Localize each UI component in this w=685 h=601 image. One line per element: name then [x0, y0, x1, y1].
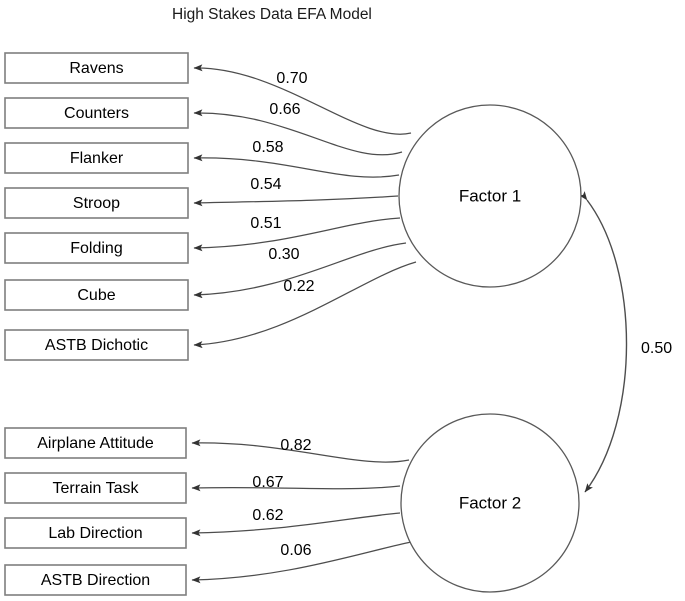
indicator-label-ravens: Ravens	[69, 60, 123, 77]
indicator-label-astb-direction: ASTB Direction	[41, 572, 150, 589]
indicator-box-terrain-task[interactable]: Terrain Task	[4, 472, 187, 504]
indicator-rect-astb-dichotic[interactable]	[4, 329, 189, 361]
factor-correlation-arrow: 0.50	[579, 191, 672, 493]
loading-path-lab-direction	[191, 512, 401, 537]
factor-1-circle[interactable]	[398, 104, 582, 288]
loading-path-counters	[193, 109, 403, 156]
indicator-box-lab-direction[interactable]: Lab Direction	[4, 517, 187, 549]
indicator-rect-lab-direction[interactable]	[4, 517, 187, 549]
indicator-rect-flanker[interactable]	[4, 142, 189, 174]
factor1-loading-values: 0.70 0.66 0.58 0.54 0.51 0.30 0.22	[250, 70, 314, 295]
indicator-box-stroop[interactable]: Stroop	[4, 187, 189, 219]
indicator-label-stroop: Stroop	[73, 195, 120, 212]
factor-2-node[interactable]: Factor 2	[400, 413, 580, 593]
page-title: High Stakes Data EFA Model	[172, 6, 372, 23]
indicator-rect-cube[interactable]	[4, 279, 189, 311]
loading-path-astb-direction	[191, 541, 412, 584]
loading-path-astb-dichotic	[193, 261, 417, 349]
indicator-label-astb-dichotic: ASTB Dichotic	[45, 337, 148, 354]
indicator-box-astb-dichotic[interactable]: ASTB Dichotic	[4, 329, 189, 361]
loading-value-astb-direction: 0.06	[280, 542, 311, 559]
indicator-box-ravens[interactable]: Ravens	[4, 52, 189, 84]
indicator-label-flanker: Flanker	[70, 150, 124, 167]
indicator-box-airplane-attitude[interactable]: Airplane Attitude	[4, 427, 187, 459]
loading-path-flanker	[193, 154, 400, 178]
factor-2-circle[interactable]	[400, 413, 580, 593]
indicator-box-flanker[interactable]: Flanker	[4, 142, 189, 174]
indicator-rect-astb-direction[interactable]	[4, 564, 187, 596]
indicator-label-terrain-task: Terrain Task	[53, 480, 140, 497]
indicator-rect-folding[interactable]	[4, 232, 189, 264]
loading-value-folding: 0.51	[250, 215, 281, 232]
indicator-label-cube: Cube	[77, 287, 115, 304]
indicator-box-astb-direction[interactable]: ASTB Direction	[4, 564, 187, 596]
loading-value-ravens: 0.70	[276, 70, 307, 87]
factor-1-label: Factor 1	[459, 186, 521, 205]
factor-1-node[interactable]: Factor 1	[398, 104, 582, 288]
indicator-label-lab-direction: Lab Direction	[48, 525, 142, 542]
loading-value-terrain-task: 0.67	[252, 474, 283, 491]
indicator-rect-stroop[interactable]	[4, 187, 189, 219]
loading-path-cube	[193, 242, 407, 299]
indicator-box-cube[interactable]: Cube	[4, 279, 189, 311]
indicator-box-folding[interactable]: Folding	[4, 232, 189, 264]
factor-2-label: Factor 2	[459, 493, 521, 512]
factor1-loading-paths	[193, 64, 417, 349]
loading-path-folding	[193, 217, 401, 252]
indicator-label-counters: Counters	[64, 105, 129, 122]
correlation-arc	[579, 191, 628, 493]
loading-path-airplane-attitude	[191, 439, 410, 463]
indicator-rect-counters[interactable]	[4, 97, 189, 129]
indicator-rect-ravens[interactable]	[4, 52, 189, 84]
loading-value-flanker: 0.58	[252, 139, 283, 156]
loading-path-ravens	[193, 64, 412, 135]
loading-value-astb-dichotic: 0.22	[283, 278, 314, 295]
indicator-rect-terrain-task[interactable]	[4, 472, 187, 504]
loading-path-terrain-task	[191, 484, 401, 492]
indicator-box-counters[interactable]: Counters	[4, 97, 189, 129]
loading-value-stroop: 0.54	[250, 176, 281, 193]
factor2-loading-paths	[191, 439, 412, 584]
indicator-label-folding: Folding	[70, 240, 122, 257]
loading-value-cube: 0.30	[268, 246, 299, 263]
loading-path-stroop	[193, 195, 399, 207]
correlation-value: 0.50	[641, 340, 672, 357]
loading-value-counters: 0.66	[269, 101, 300, 118]
indicator-rect-airplane-attitude[interactable]	[4, 427, 187, 459]
indicator-label-airplane-attitude: Airplane Attitude	[37, 435, 154, 452]
loading-value-lab-direction: 0.62	[252, 507, 283, 524]
factor2-loading-values: 0.82 0.67 0.62 0.06	[252, 437, 311, 559]
loading-value-airplane-attitude: 0.82	[280, 437, 311, 454]
